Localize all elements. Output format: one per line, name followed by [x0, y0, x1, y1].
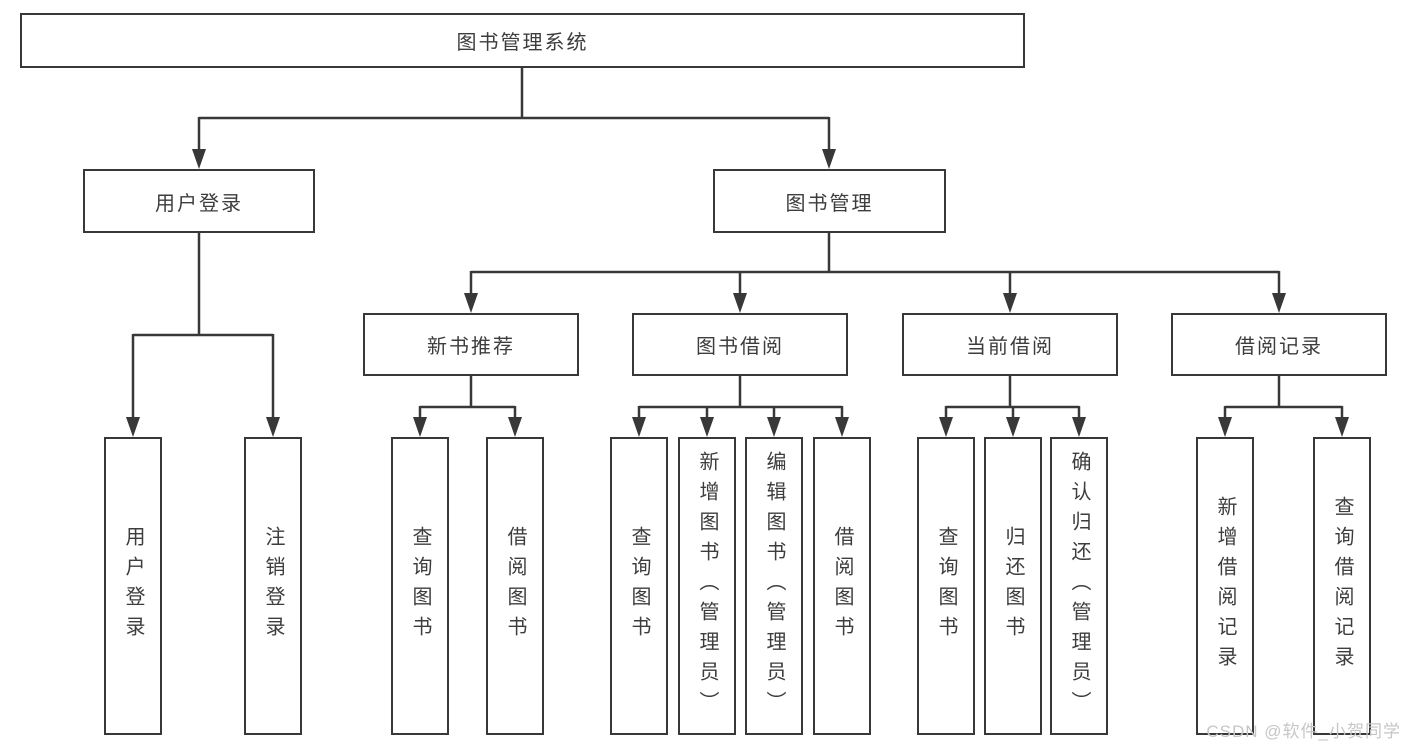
node-book-management: 图书管理: [713, 169, 946, 233]
node-label: 确认归还（管理员）: [1068, 451, 1090, 721]
node-leaf-edit-books-admin: 编辑图书（管理员）: [745, 437, 803, 735]
node-label: 借阅图书: [831, 526, 853, 646]
node-current-borrowing: 当前借阅: [902, 313, 1118, 376]
node-leaf-add-books-admin: 新增图书（管理员）: [678, 437, 736, 735]
node-label: 用户登录: [122, 526, 144, 646]
node-leaf-query-books-1: 查询图书: [391, 437, 449, 735]
node-leaf-logout: 注销登录: [244, 437, 302, 735]
node-leaf-add-borrow-record: 新增借阅记录: [1196, 437, 1254, 735]
node-library-management-system: 图书管理系统: [20, 13, 1025, 68]
node-label: 新增借阅记录: [1214, 496, 1236, 676]
csdn-watermark: CSDN @软件_小贺同学: [1206, 722, 1401, 741]
node-label: 新增图书（管理员）: [696, 451, 718, 721]
node-leaf-query-borrow-record: 查询借阅记录: [1313, 437, 1371, 735]
node-label: 查询图书: [935, 526, 957, 646]
node-borrowing-records: 借阅记录: [1171, 313, 1387, 376]
node-leaf-query-books-2: 查询图书: [610, 437, 668, 735]
node-label: 查询借阅记录: [1331, 496, 1353, 676]
node-leaf-borrow-books-2: 借阅图书: [813, 437, 871, 735]
node-label: 借阅图书: [504, 526, 526, 646]
node-leaf-return-books: 归还图书: [984, 437, 1042, 735]
node-book-borrowing: 图书借阅: [632, 313, 848, 376]
node-label: 注销登录: [262, 526, 284, 646]
node-label: 编辑图书（管理员）: [763, 451, 785, 721]
node-leaf-query-books-3: 查询图书: [917, 437, 975, 735]
node-leaf-confirm-return-admin: 确认归还（管理员）: [1050, 437, 1108, 735]
node-label: 查询图书: [628, 526, 650, 646]
node-leaf-borrow-books-1: 借阅图书: [486, 437, 544, 735]
node-leaf-user-login: 用户登录: [104, 437, 162, 735]
node-user-login: 用户登录: [83, 169, 315, 233]
node-new-book-recommendation: 新书推荐: [363, 313, 579, 376]
node-label: 归还图书: [1002, 526, 1024, 646]
node-label: 查询图书: [409, 526, 431, 646]
